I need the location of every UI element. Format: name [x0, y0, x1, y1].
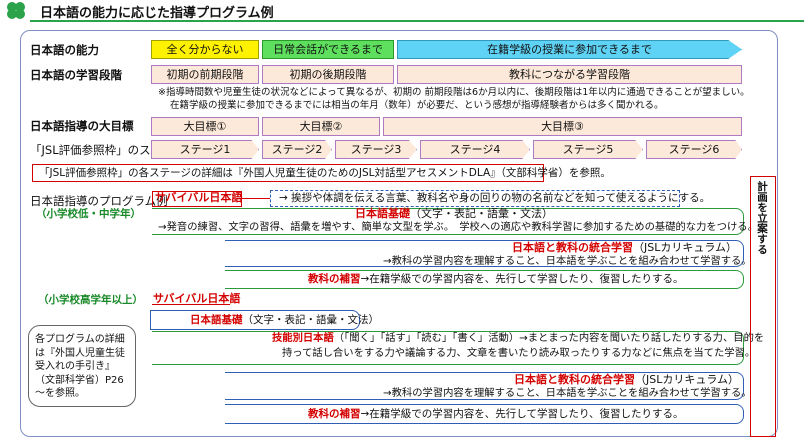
upper-skill-desc1: →まとまった内容を聞いたり話したりする力、目的を: [519, 332, 765, 344]
upper-basic-title: 日本語基礎: [190, 314, 243, 326]
jsl-stage-6: ステージ6: [646, 140, 742, 159]
elem-survival-title: サバイバル日本語: [155, 191, 243, 204]
elem-label: （小学校低・中学年）: [36, 208, 141, 220]
elem-basic-box: [152, 208, 744, 235]
upper-basic-box: [150, 310, 360, 330]
upper-integ-sub: （JSLカリキュラム）: [635, 373, 740, 386]
upper-supp-desc: →在籍学級での学習内容を、先行して学習したり、復習したりする。: [360, 408, 684, 420]
elem-survival-arrow: [242, 198, 270, 199]
side-note-text: ★各プログラムを効果的に組み合わせ、一時間の指導計画を立案する: [756, 181, 768, 255]
page-title: 日本語の能力に応じた指導プログラム例: [40, 6, 274, 21]
upper-integ-title: 日本語と教科の統合学習: [514, 373, 635, 386]
elem-basic-desc: →発音の練習、文字の習得、語彙を増やす、簡単な文型を学ぶ。 学校への適応や教科学…: [158, 221, 758, 233]
upper-skill-sub: （「聞く」「話す」「読む」「書く」活動）: [333, 332, 520, 344]
jsl-stage-2: ステージ2: [262, 140, 332, 159]
stage-cell-3: 教科につながる学習段階: [397, 65, 742, 84]
elem-supp-box: [225, 270, 744, 289]
ability-cell-3-text: 在籍学級の授業に参加できるまで: [487, 43, 652, 56]
program-label: 日本語指導のプログラム例: [30, 194, 168, 208]
ability-label: 日本語の能力: [30, 43, 99, 57]
stage-note-2: 在籍学級の授業に参加できるまでには相当の年月（数年）が必要だ、という感想が指導経…: [170, 100, 664, 111]
upper-supp-box: [225, 404, 744, 424]
title-underline: [30, 20, 804, 22]
jsl-stage-5: ステージ5: [533, 140, 643, 159]
goal-cell-1: 大目標①: [151, 117, 259, 136]
upper-basic-sub: （文字・表記・語彙・文法）: [242, 314, 380, 326]
elem-basic-head: 日本語基礎（文字・表記・語彙・文法）: [355, 207, 553, 222]
elem-supp-desc: →在籍学級での学習内容を、先行して学習したり、復習したりする。: [360, 273, 684, 285]
elem-integ-sub: （JSLカリキュラム）: [633, 241, 738, 254]
upper-basic-head: 日本語基礎（文字・表記・語彙・文法）: [190, 313, 379, 327]
upper-skill-line1: 技能別日本語（「聞く」「話す」「読む」「書く」活動）→まとまった内容を聞いたり話…: [272, 332, 764, 346]
upper-integ-box: [225, 372, 744, 400]
upper-survival-line: [152, 304, 230, 305]
ability-cell-3: 在籍学級の授業に参加できるまで: [397, 40, 742, 59]
jsl-stage-4: ステージ4: [420, 140, 530, 159]
jsl-note: 「JSL評価参照枠」の各ステージの詳細は『外国人児童生徒のためのJSL対話型アセ…: [32, 164, 611, 182]
upper-label: （小学校高学年以上）: [38, 294, 143, 306]
goal-cell-2: 大目標②: [262, 117, 380, 136]
ability-cell-2: 日常会話ができるまで: [262, 40, 394, 59]
elem-supp-line: 教科の補習→在籍学級での学習内容を、先行して学習したり、復習したりする。: [308, 272, 684, 286]
upper-skill-title: 技能別日本語: [272, 332, 334, 344]
clover-icon: [4, 0, 28, 22]
upper-integ-desc: →教科の学習内容を理解すること、日本語を学ぶことを組み合わせて学習する。: [383, 387, 752, 399]
upper-survival-title: サバイバル日本語: [153, 292, 241, 305]
elem-supp-title: 教科の補習: [308, 273, 361, 285]
outer-frame: [20, 30, 778, 437]
upper-supp-title: 教科の補習: [308, 408, 361, 420]
elem-integ-desc: →教科の学習内容を理解すること、日本語を学ぶことを組み合わせて学習する。: [383, 255, 752, 267]
elem-integ-box: [225, 240, 744, 267]
details-note: 各プログラムの詳細は『外国人児童生徒受入れの手引き』（文部科学省）P26～を参照…: [28, 325, 136, 407]
stage-cell-1: 初期の前期段階: [151, 65, 259, 84]
jsl-label: 「JSL評価参照枠」のステージ: [30, 143, 185, 157]
elem-survival-box: [152, 191, 242, 207]
jsl-stage-1: ステージ1: [151, 140, 259, 159]
upper-integ-head: 日本語と教科の統合学習（JSLカリキュラム）: [514, 373, 739, 388]
goal-label: 日本語指導の大目標: [30, 119, 134, 133]
stage-label: 日本語の学習段階: [30, 68, 122, 82]
stage-note-1: ※指導時間数や児童生徒の状況などによって異なるが、初期の 前期段階は6か月以内に…: [158, 87, 750, 98]
upper-supp-line: 教科の補習→在籍学級での学習内容を、先行して学習したり、復習したりする。: [308, 407, 684, 421]
goal-cell-3: 大目標③: [383, 117, 742, 136]
details-note-text: 各プログラムの詳細は『外国人児童生徒受入れの手引き』（文部科学省）P26～を参照…: [35, 334, 125, 399]
elem-integ-head: 日本語と教科の統合学習（JSLカリキュラム）: [512, 241, 737, 256]
side-note: ★各プログラムを効果的に組み合わせ、一時間の指導計画を立案する: [750, 176, 776, 437]
elem-integ-title: 日本語と教科の統合学習: [512, 241, 633, 254]
stage-cell-2: 初期の後期段階: [262, 65, 394, 84]
elem-basic-sub: （文字・表記・語彙・文法）: [410, 207, 553, 220]
jsl-stage-3: ステージ3: [335, 140, 417, 159]
upper-skill-box: [152, 331, 744, 365]
elem-basic-title: 日本語基礎: [355, 207, 410, 220]
elem-survival-desc: → 挨拶や体調を伝える言葉、教科名や身の回りの物の名前などを知って使えるようにす…: [270, 190, 710, 207]
ability-cell-1: 全く分からない: [151, 40, 259, 59]
upper-skill-desc2: 持って話し合いをする力や議論する力、文章を書いたり読み取ったりする力などに焦点を…: [282, 347, 756, 359]
